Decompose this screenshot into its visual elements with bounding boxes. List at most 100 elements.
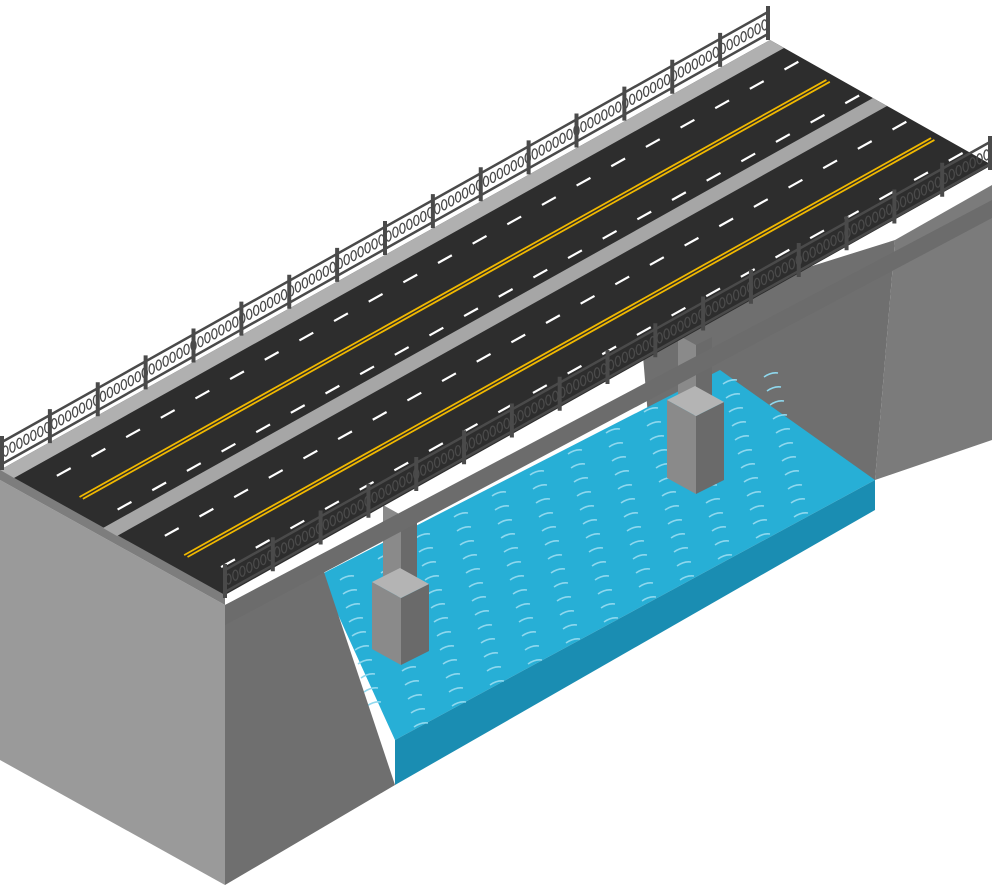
lane-dash [602, 229, 618, 240]
railing-ornament [301, 277, 309, 289]
water-wave [418, 547, 434, 553]
railing-ornament [475, 433, 483, 445]
railing-ornament [677, 320, 684, 332]
water-wave [793, 512, 809, 518]
water-wave [629, 540, 645, 546]
railing-ornament [141, 367, 149, 379]
railing-ornament [329, 261, 337, 273]
lane-dash [753, 198, 769, 208]
railing-ornament [545, 394, 552, 406]
water-wave [608, 442, 624, 448]
railing-ornament [934, 176, 942, 188]
water-wave [477, 624, 493, 630]
water-wave [614, 470, 630, 476]
lane-dash [324, 500, 340, 511]
railing-ornament [315, 522, 323, 535]
railing-ornament [747, 27, 754, 39]
lane-dash [948, 152, 964, 162]
railing-ornament [378, 234, 385, 246]
railing-ornament [719, 297, 726, 309]
lane-dash [541, 196, 557, 206]
water-wave [436, 631, 452, 637]
railing-ornament [635, 89, 643, 101]
water-wave [673, 547, 689, 553]
lane-dash [774, 248, 790, 259]
railing-ornament [774, 266, 782, 278]
lane-dash [545, 314, 561, 324]
water-wave [462, 554, 478, 560]
railing-ornament [336, 511, 343, 523]
railing-ornament [176, 347, 183, 359]
railing-ornament [433, 203, 441, 215]
railing-ornament [71, 406, 79, 418]
water-wave [603, 617, 619, 623]
railing-ornament [155, 359, 162, 371]
pier-front-base-front [372, 582, 401, 665]
railing-ornament [851, 223, 858, 235]
center-line [183, 137, 932, 556]
lane-dash [498, 288, 514, 298]
railing-ornament [670, 324, 677, 336]
water-wave [661, 491, 677, 497]
railing-ornament [566, 128, 573, 141]
railing-ornament [385, 230, 392, 242]
water-wave [538, 512, 554, 518]
water-wave [670, 533, 686, 539]
water-wave [763, 372, 779, 378]
water-wave [474, 610, 490, 616]
railing-front [223, 136, 992, 598]
railing-ornament [878, 207, 886, 219]
railing-ornament [454, 445, 462, 457]
water-wave [415, 533, 431, 539]
railing-ornament [510, 413, 517, 426]
railing-ornament [399, 476, 406, 488]
water-wave [711, 526, 727, 532]
pier-front-base-top [372, 568, 429, 598]
railing-ornament [872, 211, 879, 223]
deck-underside [225, 200, 992, 625]
railing-ornament [489, 171, 497, 184]
railing-ornament [273, 546, 281, 558]
lane-dash [891, 120, 907, 131]
water-wave [781, 456, 797, 462]
railing-ornament [252, 304, 260, 316]
water-wave [778, 442, 794, 448]
pier-front-base-side [401, 584, 429, 665]
lane-dash [394, 346, 410, 356]
railing-ornament [649, 81, 657, 94]
lane-dash [290, 404, 306, 414]
lane-dash [822, 159, 838, 170]
railing-ornament [280, 542, 288, 554]
railing-ornament [482, 175, 490, 187]
lane-dash [221, 442, 236, 453]
lane-dash [268, 469, 284, 479]
railing-ornament [413, 214, 420, 227]
railing-ornament [892, 199, 900, 212]
railing-ornament [440, 199, 448, 211]
lane-dash [567, 364, 582, 375]
water-wave [559, 610, 575, 616]
railing-ornament [183, 343, 190, 356]
water-wave [506, 561, 522, 567]
lane-dash [671, 191, 687, 201]
railing-ornament [245, 308, 253, 320]
railing-ornament [642, 339, 650, 352]
railing-ornament [684, 62, 692, 74]
pier-back-base-top [667, 386, 724, 416]
railing-ornament [336, 257, 343, 270]
water-wave [541, 526, 557, 532]
railing-ornament [406, 472, 413, 484]
water-wave [605, 428, 621, 434]
railing-ornament [190, 339, 197, 352]
water-wave [597, 589, 613, 595]
road-shoulder-far [0, 40, 784, 478]
railing-ornament [280, 289, 288, 301]
water-wave [562, 624, 578, 630]
water-wave [582, 519, 598, 525]
water-wave [544, 540, 560, 546]
railing-ornament [573, 124, 580, 137]
lane-dash [809, 229, 825, 240]
railing-ornament [461, 187, 469, 199]
lane-dash [775, 133, 791, 143]
